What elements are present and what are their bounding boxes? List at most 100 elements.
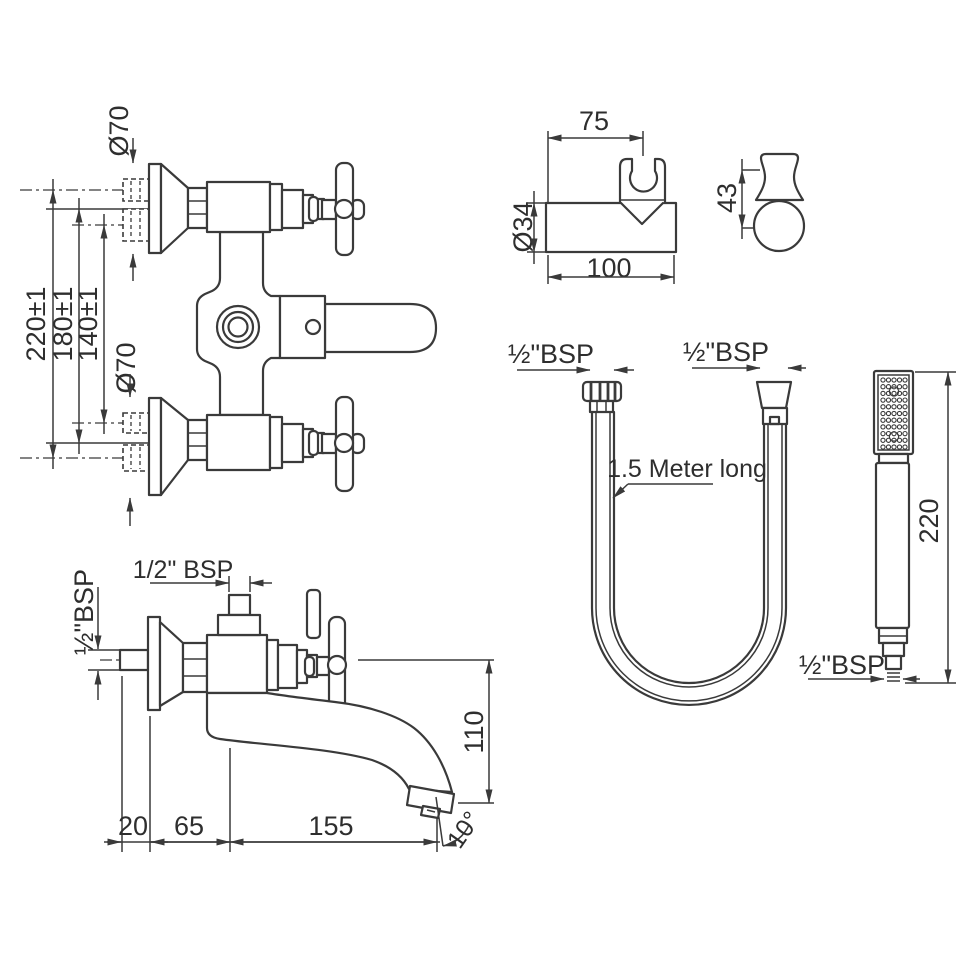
spray-dot	[896, 397, 903, 403]
extension-line	[527, 191, 546, 264]
diverter-center	[227, 316, 249, 338]
dim-label-dia70-mid: Ø70	[111, 342, 141, 393]
spray-dot	[902, 424, 908, 430]
shower-handle	[874, 461, 911, 630]
spray-jet-large	[888, 431, 900, 442]
holder-bracket-view: 75 Ø34 100 43	[508, 106, 806, 284]
spray-dot	[891, 390, 897, 397]
hex-collar	[186, 418, 209, 462]
spray-face	[877, 374, 910, 451]
spray-dot	[885, 424, 892, 430]
side-view-wall-mixer: 1/2" BSP ½"BSP 10°	[69, 556, 494, 854]
spray-dot	[880, 404, 886, 410]
spray-dot	[891, 384, 897, 390]
hex-collar-lines	[183, 658, 207, 677]
spray-dot	[891, 417, 897, 423]
inlet-nipple	[122, 444, 150, 472]
spray-dot	[896, 424, 903, 430]
spray-dot	[902, 410, 908, 417]
spray-dot	[891, 444, 897, 450]
spray-dot	[880, 384, 886, 390]
spray-dot	[902, 384, 908, 390]
valve-bonnet	[276, 643, 299, 690]
top-outlet-stem	[227, 593, 252, 617]
block-hole	[304, 318, 322, 336]
spray-dot	[885, 390, 892, 397]
handle-hub	[333, 432, 355, 454]
spray-dot	[880, 377, 886, 383]
spray-dot	[902, 444, 908, 450]
hand-shower-view: 220 ½"BSP	[799, 369, 956, 684]
diverter-ring	[221, 310, 255, 344]
spray-dot	[902, 437, 908, 443]
inlet-nipple	[122, 412, 150, 434]
collar-facets	[596, 402, 607, 411]
flange-cone	[158, 620, 185, 708]
dim-label-155: 155	[308, 811, 353, 841]
handle-arm	[320, 432, 338, 455]
spray-jet-large	[888, 386, 900, 397]
wall-flange-plate	[147, 396, 163, 497]
bracket-side-circle	[752, 199, 806, 253]
extension-line	[741, 159, 760, 239]
thread-label-wall: ½"BSP	[69, 569, 99, 655]
spray-dot	[902, 430, 908, 437]
thread-label-top: 1/2" BSP	[133, 556, 234, 584]
spray-dot	[885, 384, 892, 390]
thread-label: ½"BSP	[799, 650, 885, 680]
handle-arm-up	[305, 588, 322, 640]
angle-line	[435, 796, 444, 847]
clip-v-fill	[621, 202, 663, 224]
dim-label-100: 100	[586, 253, 631, 283]
stem-detent	[303, 655, 316, 678]
stem-detent	[307, 195, 320, 223]
dim-label-180: 180±1	[48, 287, 78, 362]
spray-dot	[880, 437, 886, 443]
spray-dot	[885, 417, 892, 423]
leader-arrow	[612, 483, 629, 499]
dim-label-75: 75	[579, 106, 609, 136]
extension-line	[88, 649, 124, 671]
spray-dot	[896, 377, 903, 383]
aerator-notch	[426, 809, 436, 813]
front-view-wall-mixer: 220±1 180±1 140±1 Ø70 Ø70	[20, 105, 438, 526]
wall-flange-plate	[147, 162, 163, 255]
hose-cone-fitting	[755, 380, 793, 410]
valve-body	[205, 413, 272, 472]
inlet-nipple	[122, 178, 150, 202]
spray-dot	[896, 444, 903, 450]
inlet-nipple	[118, 648, 150, 672]
spray-dot	[902, 417, 908, 423]
spray-dot	[885, 444, 892, 450]
clip-v	[619, 201, 665, 226]
spray-dot	[896, 390, 903, 397]
valve-collar	[265, 638, 280, 692]
dim-label-110: 110	[459, 710, 489, 753]
dim-label-220: 220±1	[21, 287, 51, 362]
spray-dots	[880, 377, 908, 450]
extension-line	[121, 676, 438, 852]
thread-lines	[887, 672, 900, 682]
dim-label-65: 65	[174, 811, 204, 841]
inlet-nipple	[122, 208, 150, 242]
dim-label-20: 20	[118, 811, 148, 841]
valve-body	[205, 180, 272, 234]
spray-dot	[902, 397, 908, 403]
hose-nut-collar	[588, 399, 615, 414]
dim-label-220: 220	[914, 498, 944, 543]
bracket-side-profile	[754, 152, 805, 202]
thread-stub	[884, 654, 903, 671]
hose-nut-facets	[589, 383, 617, 400]
stem-detent	[307, 429, 320, 457]
flange-cone	[159, 396, 190, 497]
flange-cone	[159, 162, 190, 255]
hex-collar-lines	[188, 432, 207, 447]
wall-flange-plate	[146, 615, 162, 712]
spray-dot	[896, 410, 903, 417]
spray-dot	[902, 404, 908, 410]
holder-clip	[618, 157, 667, 203]
dim-label-43: 43	[712, 183, 742, 213]
hose-wall-line	[595, 412, 783, 702]
